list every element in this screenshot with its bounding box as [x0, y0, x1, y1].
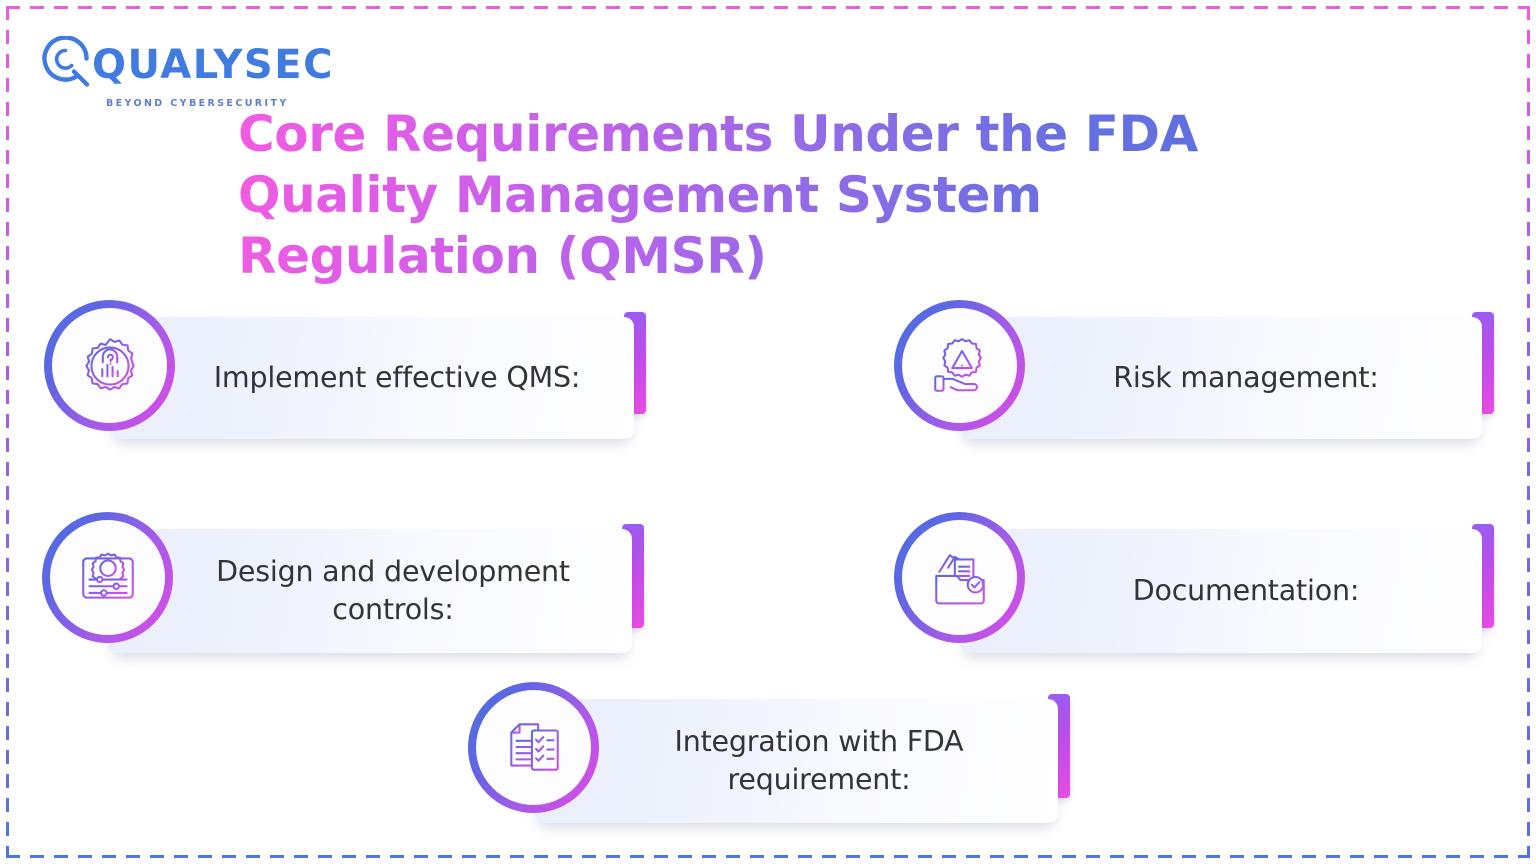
card-body	[960, 529, 1482, 653]
card-icon-ring	[468, 682, 599, 813]
window-gear-sliders-icon	[50, 520, 165, 635]
folder-documents-check-icon	[902, 520, 1017, 635]
brand-name: QUALYSEC	[92, 41, 334, 88]
card-label: Implement effective QMS:	[213, 361, 581, 395]
card-icon-ring	[894, 300, 1025, 431]
magnifying-glass-q-icon	[40, 35, 94, 93]
brand-tagline: BEYOND CYBERSECURITY	[106, 98, 289, 109]
card-label: Integration with FDA requirement:	[674, 725, 964, 796]
hand-gear-warning-icon	[902, 308, 1017, 423]
card-icon-ring	[894, 512, 1025, 643]
card-body	[110, 317, 634, 439]
logo-row: QUALYSEC	[40, 35, 334, 93]
card-body	[960, 317, 1482, 439]
card-label: Documentation:	[1132, 574, 1360, 608]
brand-logo: QUALYSEC BEYOND CYBERSECURITY	[40, 35, 334, 109]
document-checklist-icon	[476, 690, 591, 805]
card-icon-ring	[44, 300, 175, 431]
card-label: Design and development controls:	[216, 555, 570, 626]
gear-chart-question-icon	[52, 308, 167, 423]
card-body	[534, 699, 1058, 823]
page-title: Core Requirements Under the FDA Quality …	[238, 104, 1308, 287]
card-icon-ring	[42, 512, 173, 643]
card-body	[108, 529, 632, 653]
card-label: Risk management:	[1113, 361, 1379, 395]
